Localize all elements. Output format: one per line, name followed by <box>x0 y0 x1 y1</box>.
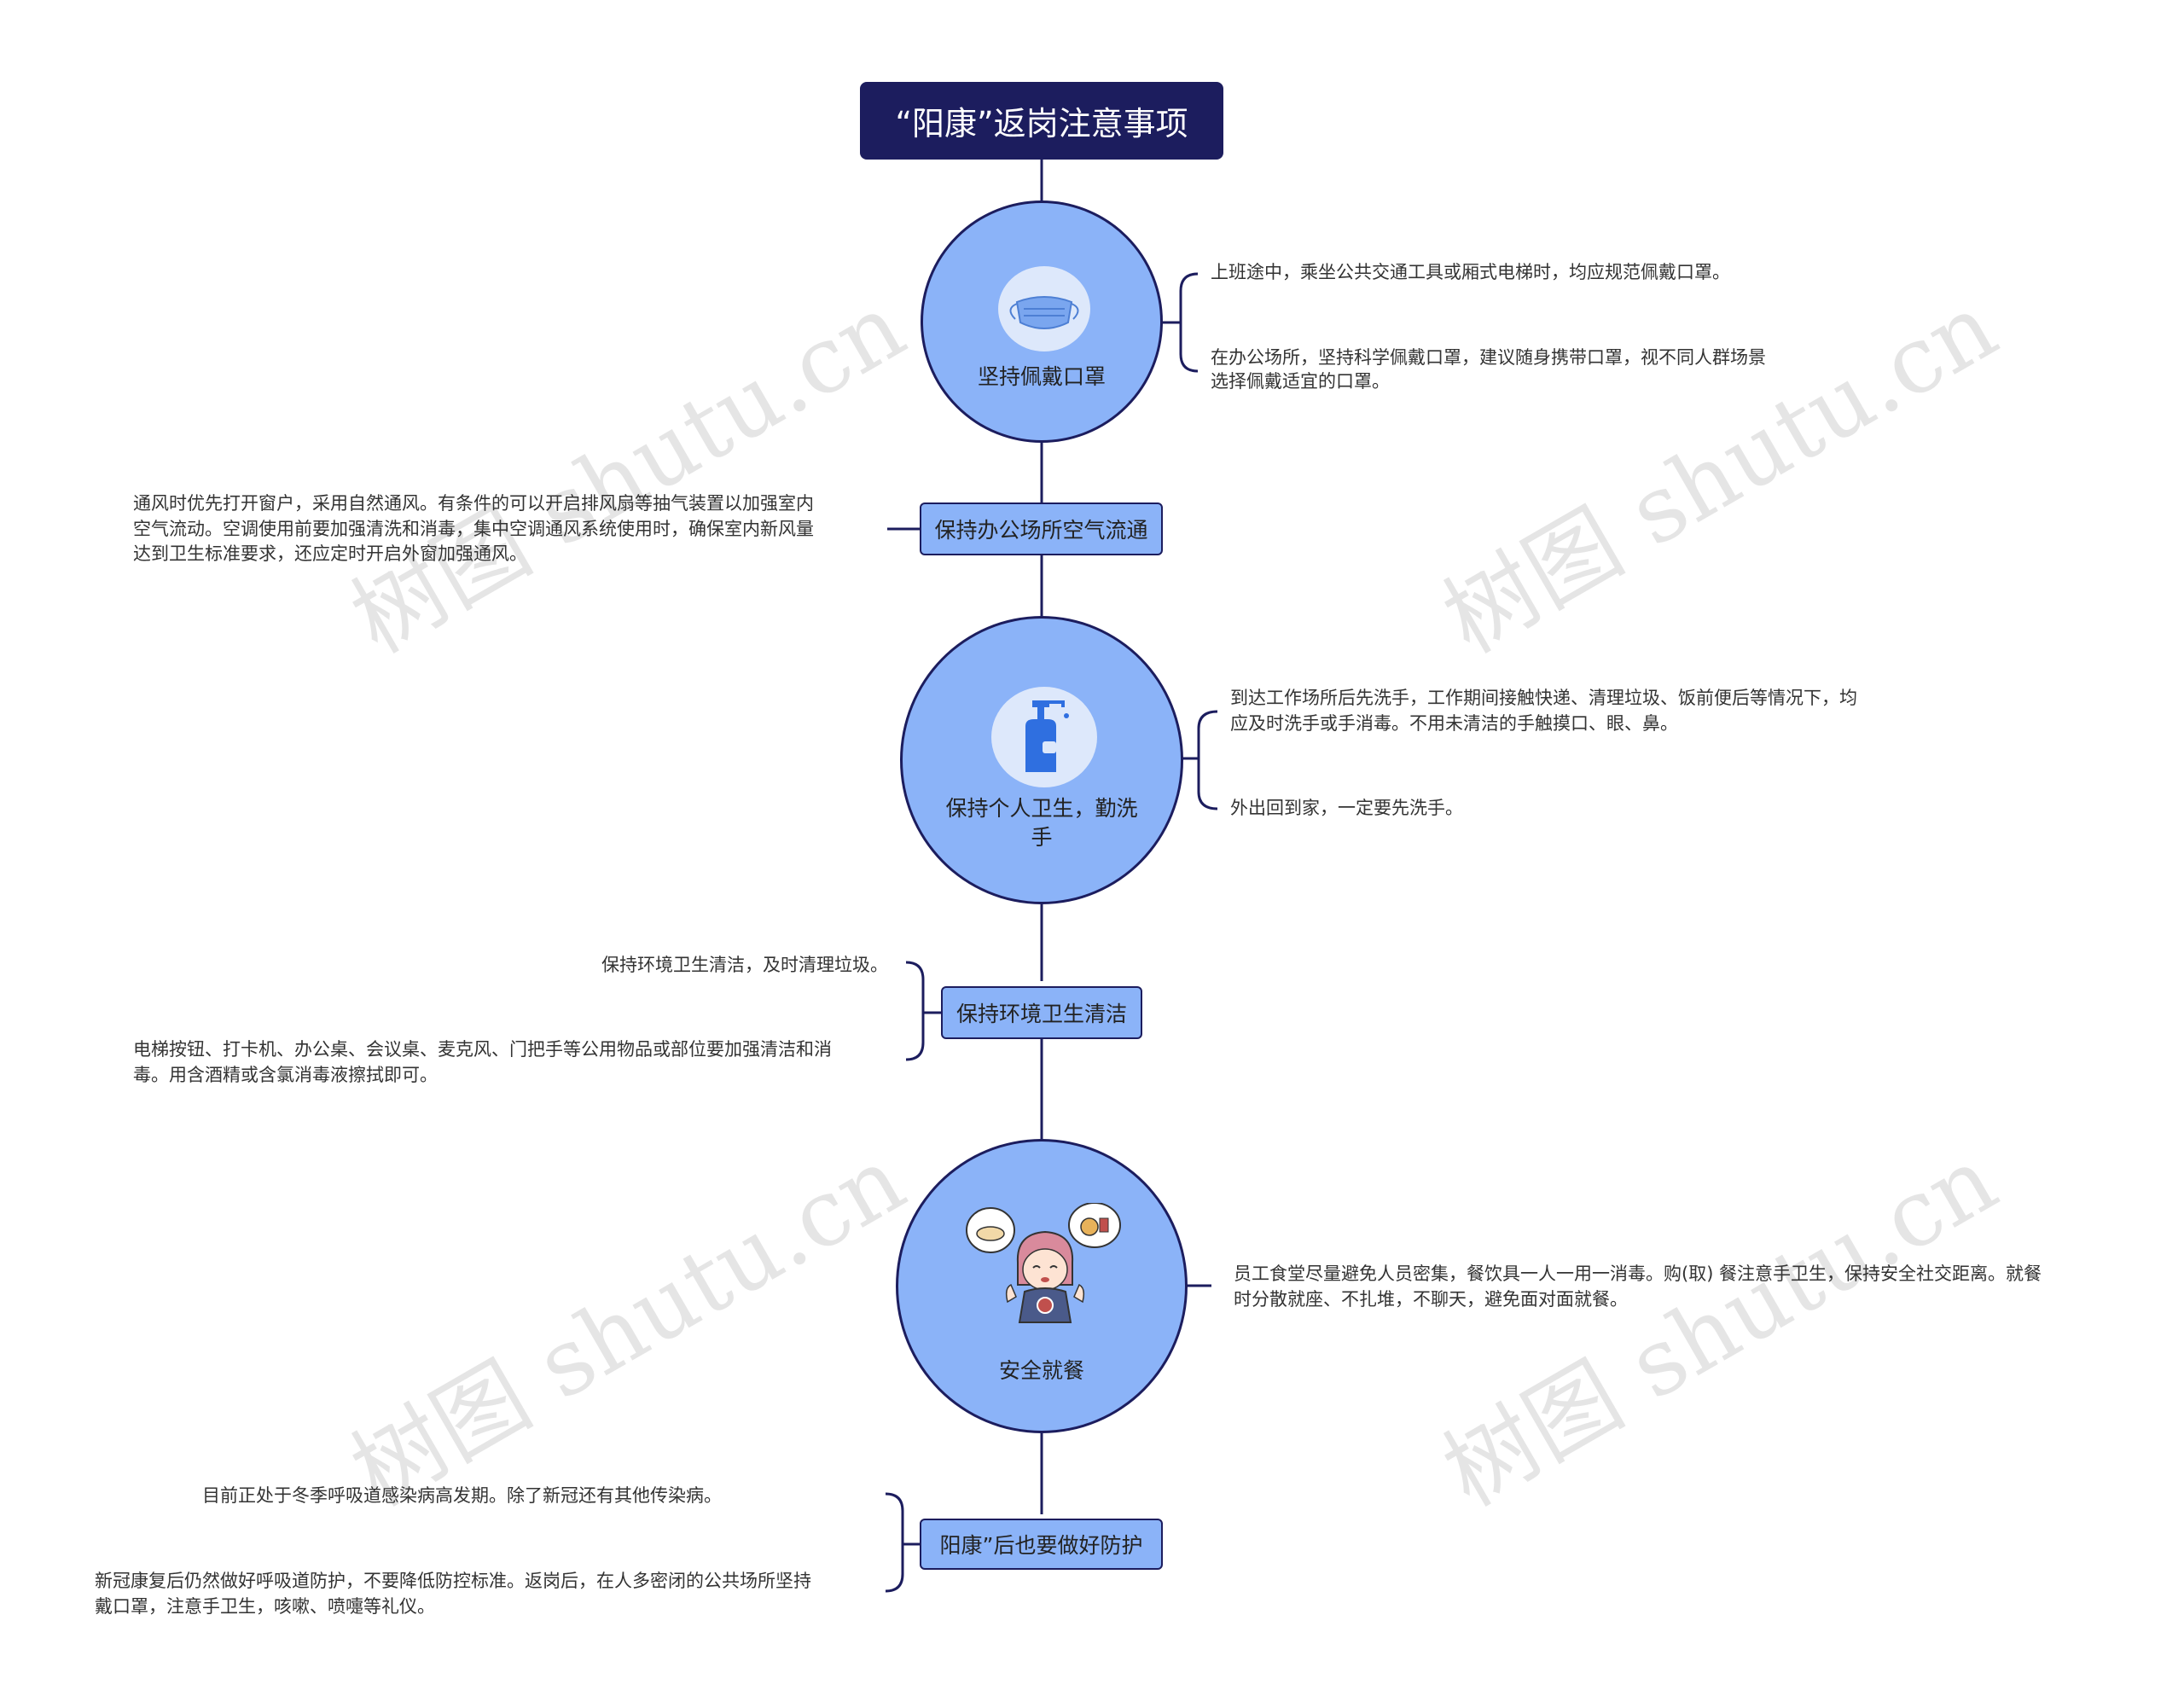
node-safe-dining: 安全就餐 <box>896 1139 1188 1433</box>
detail-text: 应及时洗手或手消毒。不用未清洁的手触摸口、眼、鼻。 <box>1230 711 1678 737</box>
detail-text: 保持环境卫生清洁，及时清理垃圾。 <box>601 952 888 979</box>
detail-text: 时分散就座、不扎堆，不聊天，避免面对面就餐。 <box>1234 1287 1628 1313</box>
girl-eating-illustration <box>965 1203 1124 1331</box>
node-label: 保持个人卫生，勤洗 <box>903 794 1181 823</box>
detail-text: 毒。用含酒精或含氯消毒液擦拭即可。 <box>133 1062 438 1089</box>
node-environment-cleaning: 保持环境卫生清洁 <box>941 986 1142 1039</box>
page-title: “阳康”返岗注意事项 <box>860 82 1223 160</box>
detail-text: 在办公场所，坚持科学佩戴口罩，建议随身携带口罩，视不同人群场景 <box>1211 345 1766 371</box>
detail-text: 戴口罩，注意手卫生，咳嗽、喷嚏等礼仪。 <box>95 1594 435 1620</box>
detail-text: 目前正处于冬季呼吸道感染病高发期。除了新冠还有其他传染病。 <box>202 1483 722 1509</box>
detail-text: 上班途中，乘坐公共交通工具或厢式电梯时，均应规范佩戴口罩。 <box>1211 259 1730 286</box>
face-mask-icon <box>998 266 1090 351</box>
detail-text: 空气流动。空调使用前要加强清洗和消毒，集中空调通风系统使用时，确保室内新风量 <box>133 516 814 543</box>
node-label: 坚持佩戴口罩 <box>923 363 1160 392</box>
detail-text: 通风时优先打开窗户，采用自然通风。有条件的可以开启排风扇等抽气装置以加强室内 <box>133 491 814 517</box>
detail-text: 新冠康复后仍然做好呼吸道防护，不要降低防控标准。返岗后，在人多密闭的公共场所坚持 <box>95 1568 811 1595</box>
detail-text: 外出回到家，一定要先洗手。 <box>1230 795 1463 822</box>
detail-text: 达到卫生标准要求，还应定时开启外窗加强通风。 <box>133 541 527 567</box>
detail-text: 到达工作场所后先洗手，工作期间接触快递、清理垃圾、饭前便后等情况下，均 <box>1230 685 1857 712</box>
node-wear-mask: 坚持佩戴口罩 <box>921 200 1163 443</box>
node-label: 安全就餐 <box>898 1356 1185 1385</box>
hand-sanitizer-icon <box>991 687 1097 787</box>
node-label: 手 <box>903 823 1181 852</box>
detail-text: 员工食堂尽量避免人员密集，餐饮具一人一用一消毒。购(取) 餐注意手卫生，保持安全… <box>1234 1261 2042 1287</box>
node-ventilation: 保持办公场所空气流通 <box>920 502 1163 555</box>
detail-text: 选择佩戴适宜的口罩。 <box>1211 369 1390 395</box>
detail-text: 电梯按钮、打卡机、办公桌、会议桌、麦克风、门把手等公用物品或部位要加强清洁和消 <box>133 1037 832 1063</box>
node-post-recovery-protection: 阳康”后也要做好防护 <box>920 1519 1163 1570</box>
node-hand-hygiene: 保持个人卫生，勤洗 手 <box>900 616 1183 904</box>
